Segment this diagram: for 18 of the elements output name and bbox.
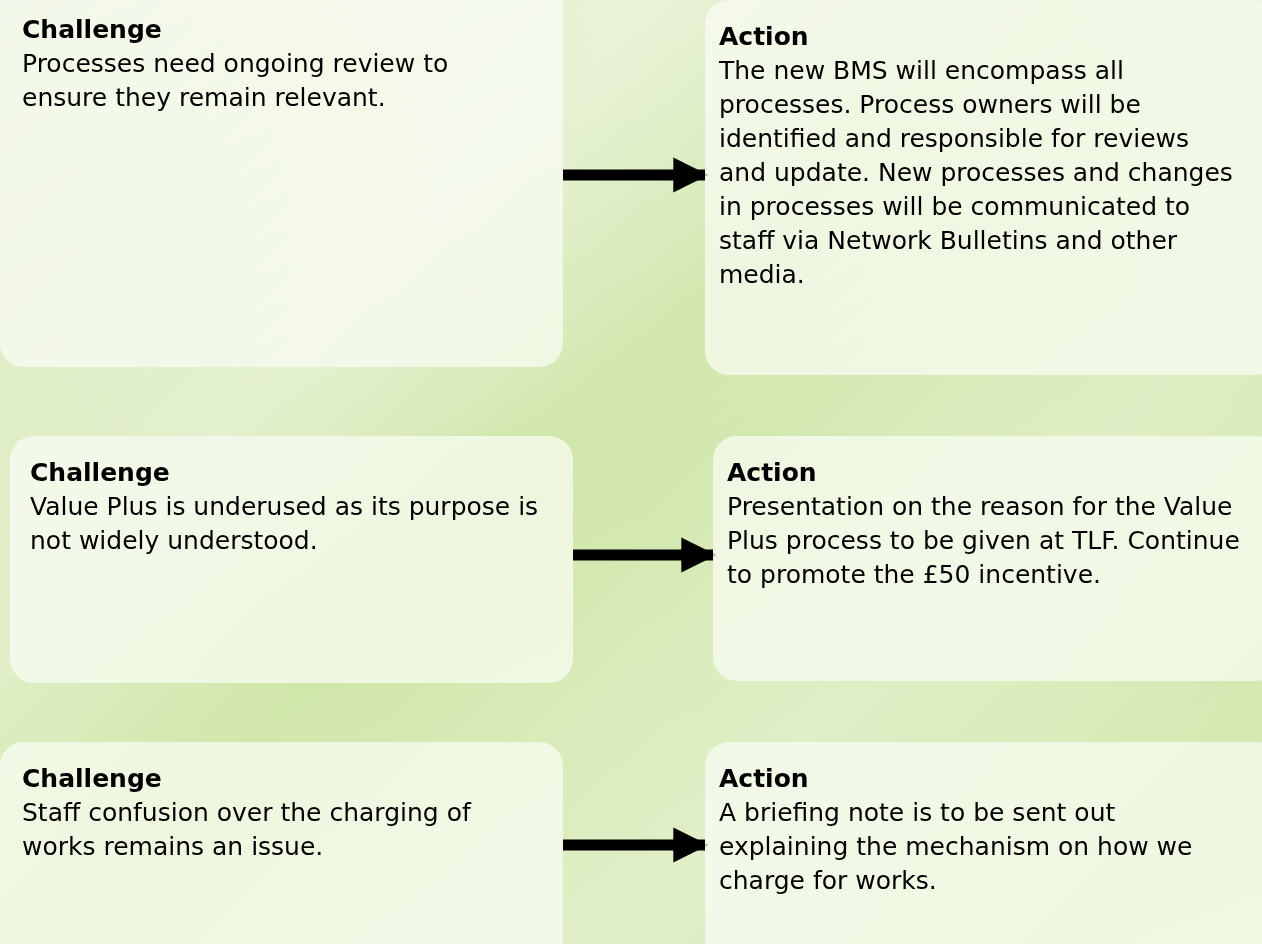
card-text: Value Plus is underused as its purpose is not widely understood. (30, 491, 540, 557)
card-heading: Action (719, 763, 810, 795)
card-heading: Action (727, 457, 818, 489)
text-card (10, 436, 573, 683)
card-text: A briefing note is to be sent out explaining the mechanism on how we charge for works. (719, 797, 1194, 897)
text-card (713, 436, 1262, 681)
card-text: Presentation on the reason for the Value Plus process to be given at TLF. Continue to promote the £50 incentive. (727, 491, 1240, 591)
card-text: Processes need ongoing review to ensure they remain relevant. (22, 48, 450, 114)
card-heading: Action (719, 21, 810, 53)
card-heading: Challenge (22, 14, 163, 46)
text-card (705, 0, 1262, 375)
text-card (0, 0, 563, 367)
text-card (705, 742, 1262, 944)
card-text: Staff confusion over the charging of works remains an issue. (22, 797, 473, 863)
text-card (0, 742, 563, 944)
card-text: The new BMS will encompass all processes. Process owners will be identified and responsible for reviews and update. New processes and changes in processes will be communicated to staff via Network Bulletins and other media. (719, 55, 1234, 291)
card-heading: Challenge (30, 457, 171, 489)
card-heading: Challenge (22, 763, 163, 795)
